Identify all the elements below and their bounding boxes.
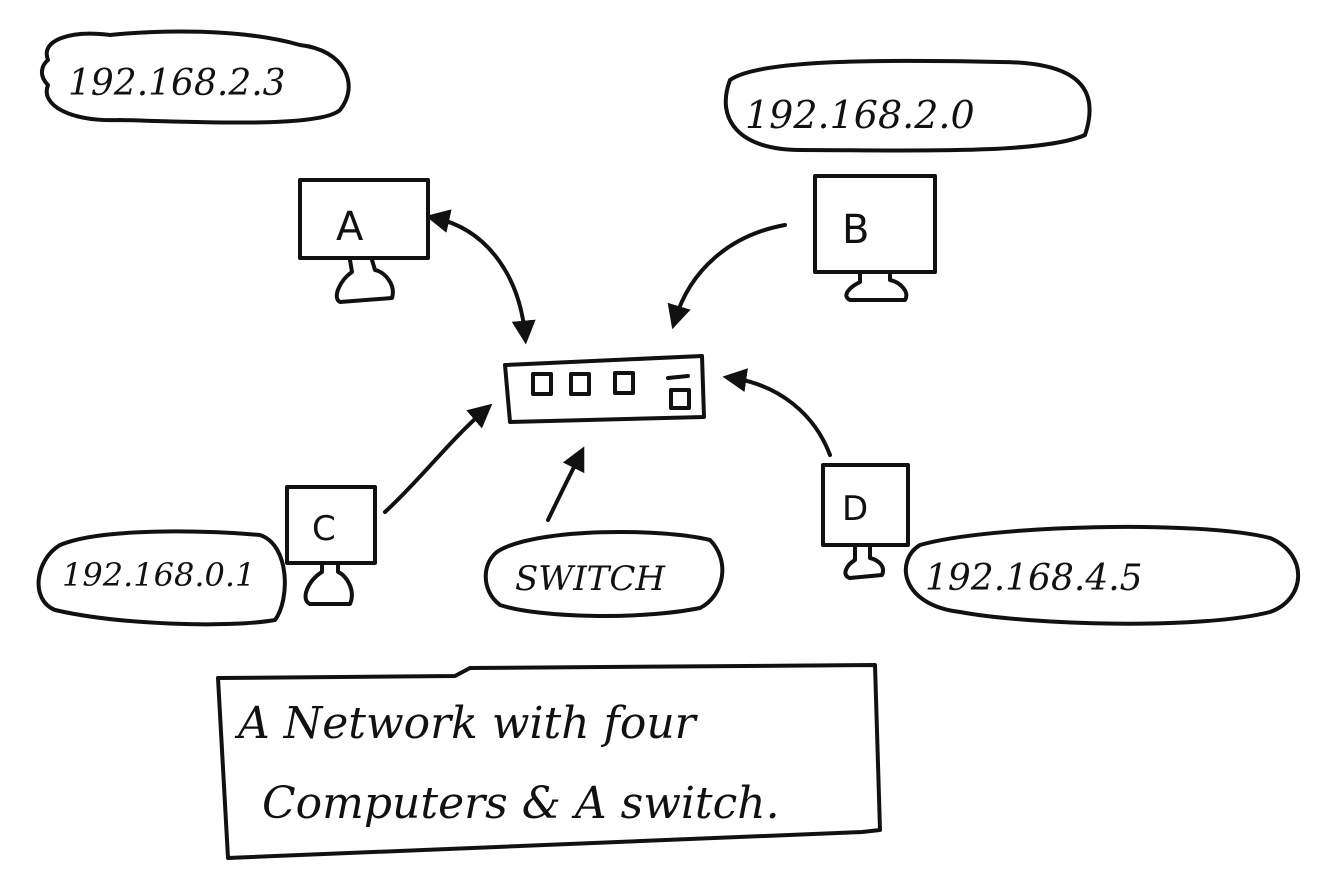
ip-label-a: 192.168.2.3 bbox=[68, 63, 286, 104]
computer-label-c: C bbox=[312, 509, 336, 549]
switch-port-2 bbox=[569, 372, 591, 396]
computer-a: A bbox=[298, 178, 430, 304]
switch-port-4 bbox=[669, 388, 691, 410]
ip-bubble-a: 192.168.2.3 bbox=[40, 29, 351, 125]
ip-bubble-d: 192.168.4.5 bbox=[903, 524, 1301, 626]
network-switch bbox=[503, 354, 706, 424]
ip-label-c: 192.168.0.1 bbox=[62, 556, 255, 594]
ip-label-b: 192.168.2.0 bbox=[745, 93, 975, 137]
switch-port-1 bbox=[531, 372, 553, 396]
switch-label: SWITCH bbox=[515, 559, 666, 599]
link-b-switch bbox=[667, 223, 787, 330]
link-d-switch bbox=[722, 368, 832, 457]
computer-d: D bbox=[821, 463, 910, 580]
link-a-switch bbox=[425, 209, 536, 345]
switch-port-3 bbox=[613, 371, 635, 395]
ip-label-d: 192.168.4.5 bbox=[925, 558, 1143, 599]
computer-label-d: D bbox=[842, 489, 868, 529]
computer-b: B bbox=[813, 174, 937, 302]
switch-label-pointer bbox=[546, 446, 585, 522]
caption-line-1: A Network with four bbox=[234, 698, 699, 749]
caption-box: A Network with four Computers & A switch… bbox=[216, 663, 882, 860]
link-c-switch bbox=[383, 403, 493, 514]
computer-c: C bbox=[285, 485, 377, 606]
switch-label-bubble: SWITCH bbox=[483, 530, 725, 618]
computer-label-b: B bbox=[842, 207, 869, 253]
ip-bubble-b: 192.168.2.0 bbox=[723, 58, 1092, 153]
caption-line-2: Computers & A switch. bbox=[262, 778, 780, 829]
ip-bubble-c: 192.168.0.1 bbox=[36, 529, 287, 627]
computer-label-a: A bbox=[336, 204, 364, 250]
